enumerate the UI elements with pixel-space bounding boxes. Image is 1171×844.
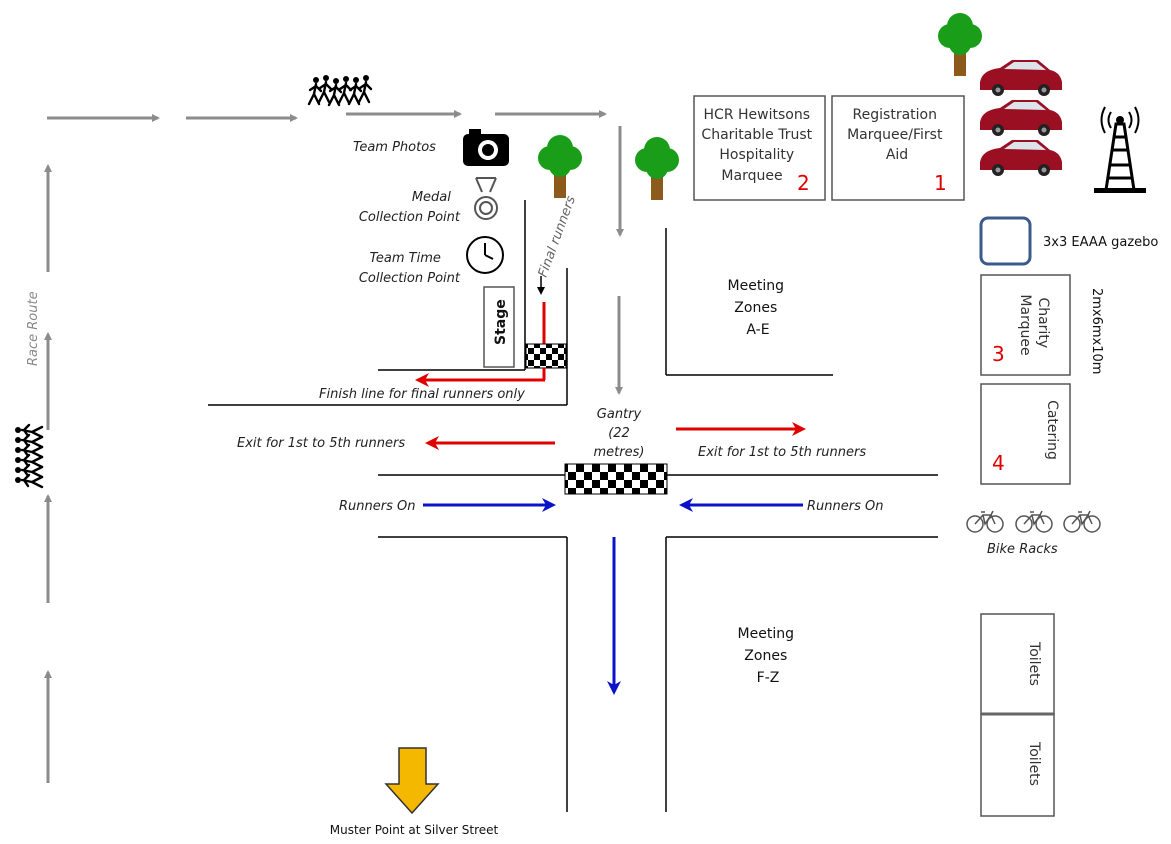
toilets-2 (980, 713, 1055, 817)
runners-icon (307, 73, 373, 107)
stage (483, 286, 515, 368)
team-photos-label: Team Photos (353, 140, 436, 155)
bike-racks-label: Bike Racks (987, 542, 1058, 557)
tree-icon (938, 13, 982, 76)
tree-icon (635, 137, 679, 200)
hcr-marquee-label: HCR Hewitsons Charitable Trust Hospitali… (701, 107, 816, 184)
registration-marquee-number: 1 (934, 171, 947, 195)
antenna-icon (1094, 106, 1146, 193)
meeting-zones-fz: Meeting Zones F-Z (738, 626, 799, 686)
muster-point-label: Muster Point at Silver Street (330, 823, 499, 837)
catering-marquee (980, 383, 1071, 485)
gantry-line1: Gantry (597, 407, 642, 422)
catering-marquee-number: 4 (992, 451, 1005, 475)
gantry-label-2: (22 (608, 426, 630, 441)
team-time-label: Team Time Collection Point (359, 251, 461, 286)
hcr-marquee-number: 2 (797, 171, 810, 195)
car-icon (980, 140, 1062, 176)
gantry-label-3: metres) (594, 445, 645, 460)
car-icon (980, 100, 1062, 136)
medal-label: Medal Collection Point (359, 190, 461, 225)
tree-icon (538, 135, 582, 198)
medal-icon (474, 177, 498, 220)
runners-icon (13, 423, 44, 489)
race-route-arrows (44, 110, 624, 783)
toilets-1-label: Toilets (1026, 641, 1042, 686)
toilets-1 (980, 613, 1055, 715)
clock-icon (466, 236, 504, 274)
charity-dims-label: 2mx6mx10m (1089, 288, 1104, 374)
toilets-2-label: Toilets (1026, 741, 1042, 786)
charity-marquee-label: Charity Marquee (1017, 294, 1051, 355)
runners-on-left-label: Runners On (339, 499, 415, 514)
catering-marquee-label: Catering (1044, 400, 1060, 460)
finish-line-final-label: Finish line for final runners only (319, 387, 525, 402)
camera-icon (463, 129, 509, 166)
bike-icon (1063, 510, 1101, 533)
stage-label: Stage (493, 299, 509, 345)
muster-arrow (384, 747, 440, 815)
charity-marquee (980, 274, 1071, 376)
registration-marquee (831, 95, 965, 201)
gazebo-label: 3x3 EAAA gazebo (1043, 235, 1158, 250)
car-icon (980, 60, 1062, 96)
exit-right-label: Exit for 1st to 5th runners (698, 445, 866, 460)
runners-on-right-label: Runners On (807, 499, 883, 514)
bike-icon (966, 510, 1004, 533)
checkered-flag-icon (525, 343, 567, 369)
bike-icon (1015, 510, 1053, 533)
final-runners-label: Final runners (536, 194, 579, 279)
charity-marquee-number: 3 (992, 342, 1005, 366)
gantry-finish-line (564, 463, 668, 495)
exit-left-label: Exit for 1st to 5th runners (237, 436, 405, 451)
hcr-marquee (693, 95, 826, 201)
gantry-label: Gantry (597, 407, 642, 422)
meeting-zones-ae: Meeting Zones A-E (728, 278, 789, 338)
registration-marquee-label: Registration Marquee/First Aid (847, 107, 947, 163)
gazebo (979, 216, 1032, 266)
race-route-label: Race Route (26, 291, 41, 366)
